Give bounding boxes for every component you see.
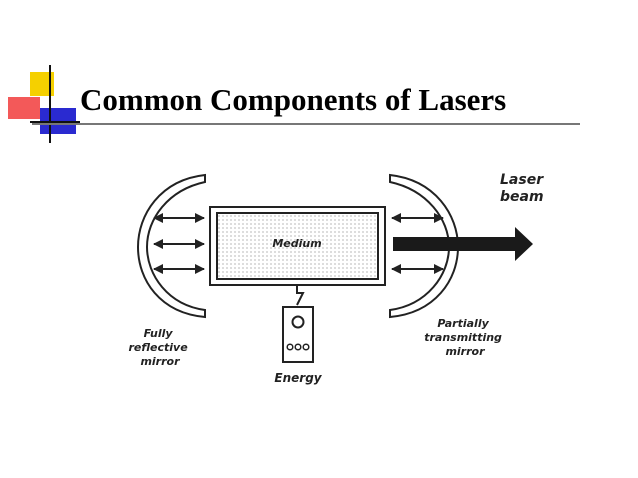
partially-transmitting-label: Partially transmitting mirror <box>424 317 506 358</box>
laser-beam-arrow <box>393 227 533 261</box>
energy-knob-1 <box>286 343 294 351</box>
energy-knob-2 <box>294 343 302 351</box>
laser-diagram: Medium Laser beam Fully reflective mirro… <box>128 172 548 385</box>
energy-source-box <box>282 306 314 363</box>
logo-red-square <box>8 97 40 119</box>
fully-reflective-label: Fully reflective mirror <box>128 327 191 368</box>
medium-label: Medium <box>272 237 321 250</box>
energy-knob-3 <box>302 343 310 351</box>
laser-beam-label: Laser beam <box>500 172 548 205</box>
title-underline <box>32 123 580 125</box>
energy-label: Energy <box>274 371 322 385</box>
medium-inner-box <box>216 212 379 280</box>
fully-reflective-mirror <box>136 173 206 319</box>
slide-title: Common Components of Lasers <box>80 82 507 117</box>
slide-logo <box>8 65 80 143</box>
energy-connector <box>296 286 305 306</box>
energy-dial <box>291 315 305 329</box>
